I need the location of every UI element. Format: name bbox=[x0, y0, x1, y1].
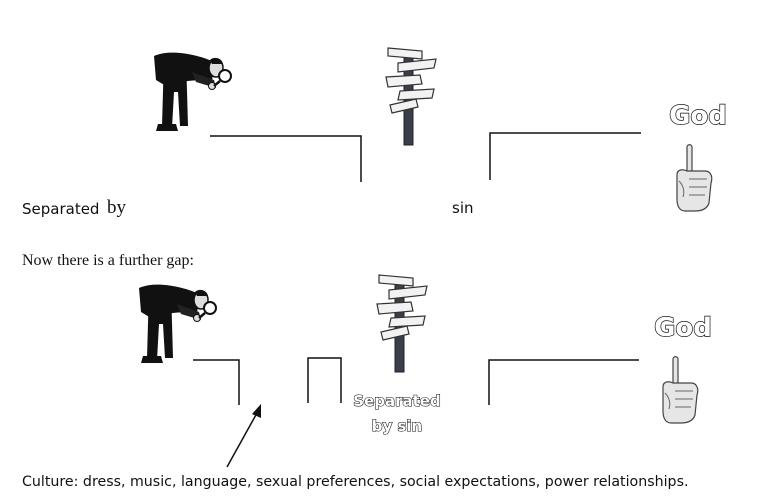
separated-by-sin-line2: by sin bbox=[372, 417, 423, 435]
god-label-top: God bbox=[669, 101, 727, 131]
right-cliff-edge bbox=[489, 132, 641, 180]
man-with-magnifying-glass-icon bbox=[152, 51, 233, 133]
god-label-bottom: God bbox=[654, 313, 712, 343]
by-label: by bbox=[107, 197, 127, 218]
intro-text: Now there is a further gap: bbox=[22, 252, 194, 269]
separated-by-sin-line1: Separated bbox=[353, 392, 440, 410]
pointing-hand-icon bbox=[662, 356, 699, 424]
arrow-icon bbox=[226, 404, 261, 468]
culture-caption: Culture: dress, music, language, sexual … bbox=[22, 474, 688, 490]
sin-label: sin bbox=[452, 199, 474, 217]
separated-label: Separated bbox=[22, 200, 99, 218]
signpost-icon bbox=[385, 47, 437, 146]
left-cliff-edge bbox=[210, 135, 362, 182]
man-with-magnifying-glass-icon bbox=[137, 283, 218, 365]
left-cliff-edge-bottom bbox=[193, 359, 240, 405]
pointing-hand-icon bbox=[676, 144, 713, 212]
signpost-icon bbox=[376, 274, 428, 373]
culture-gap-pillar bbox=[307, 357, 342, 403]
right-cliff-edge-bottom bbox=[488, 359, 639, 405]
